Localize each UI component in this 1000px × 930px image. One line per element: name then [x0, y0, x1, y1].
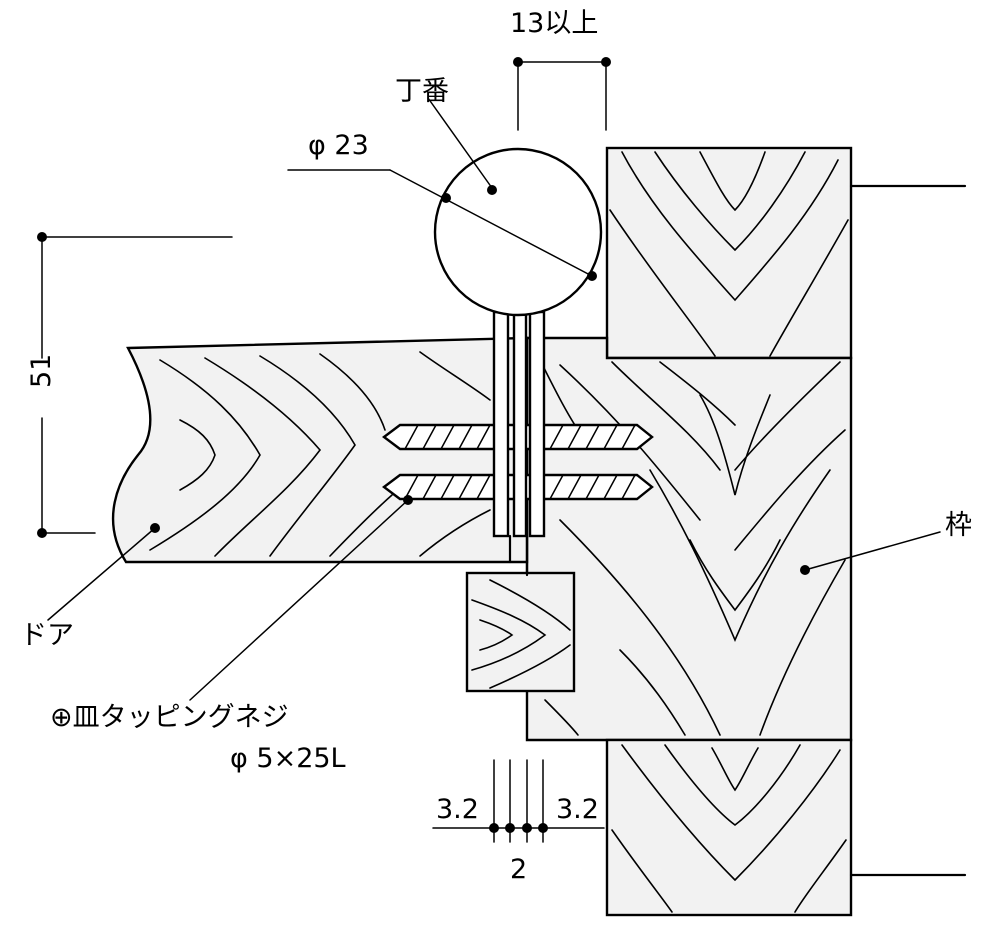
- hinge-leader-point: [487, 185, 497, 195]
- frame-leader: [804, 531, 941, 571]
- clearance-dimension: [513, 57, 611, 131]
- hinge-leader: [427, 97, 493, 189]
- door-leader: [47, 527, 156, 621]
- hinge-knuckle: [433, 147, 603, 317]
- diameter-point-right: [587, 271, 597, 281]
- hinge-label: 丁番: [395, 76, 449, 107]
- door-panel: [111, 336, 586, 564]
- door-leader-point: [150, 523, 160, 533]
- screw-size-label: φ 5×25L: [230, 743, 346, 774]
- door-thickness-label: 51: [26, 353, 57, 388]
- screw-name-label: ⊕皿タッピングネジ: [50, 702, 289, 733]
- clearance-label: 13以上: [510, 8, 599, 39]
- diameter-line: [389, 169, 593, 277]
- gap-center-label: 2: [510, 854, 528, 885]
- frame-label: 枠: [945, 510, 972, 541]
- hinge-leaves: [492, 310, 546, 577]
- gap-dimension: [432, 759, 605, 843]
- screw-leader-point: [403, 495, 413, 505]
- door-label: ドア: [20, 620, 74, 651]
- diameter-label: φ 23: [308, 130, 369, 161]
- frame-main-body: [525, 336, 853, 742]
- screw-leader: [189, 499, 409, 701]
- frame-leader-point: [800, 565, 810, 575]
- frame-lower-block: [605, 738, 853, 917]
- gap-right-label: 3.2: [556, 794, 599, 825]
- frame-upper-block: [605, 146, 853, 360]
- diameter-point-left: [441, 193, 451, 203]
- gap-left-label: 3.2: [436, 794, 479, 825]
- stop-block: [465, 571, 576, 693]
- door-thickness-dimension: [37, 232, 233, 538]
